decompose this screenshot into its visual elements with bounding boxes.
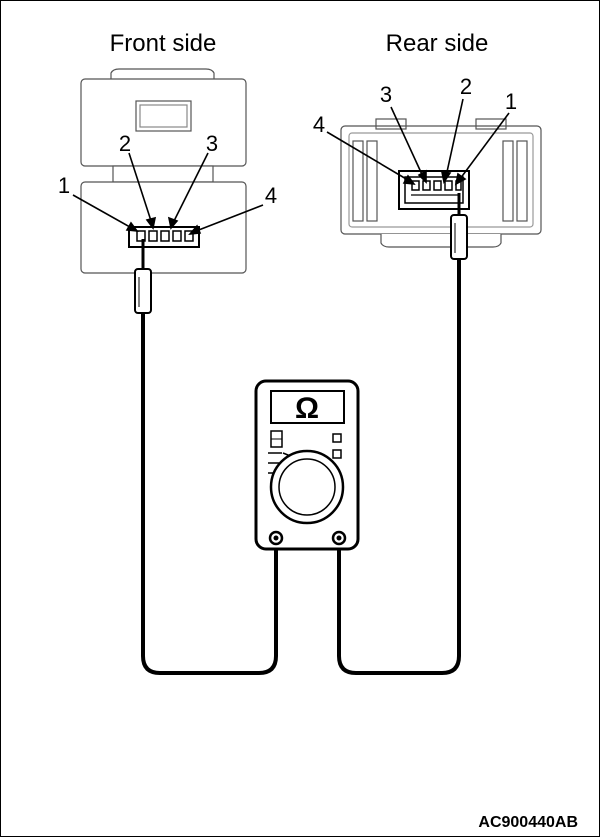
rear-pin-2-label: 2 <box>460 74 472 99</box>
front-pin-3-label: 3 <box>206 131 218 156</box>
rear-connector <box>340 118 542 248</box>
figure-code: AC900440AB <box>478 814 578 831</box>
test-leads <box>141 259 461 675</box>
rear-probe <box>450 193 468 260</box>
rear-pin-3-label: 3 <box>380 82 392 107</box>
rear-pin-1-label: 1 <box>505 89 517 114</box>
front-side-label: Front side <box>110 30 217 57</box>
front-pin-1-label: 1 <box>58 173 70 198</box>
ohm-symbol: Ω <box>295 392 319 425</box>
ohmmeter <box>254 379 360 551</box>
rear-side-label: Rear side <box>386 30 489 57</box>
front-connector <box>80 68 247 274</box>
rear-pin-4-label: 4 <box>313 112 325 137</box>
rear-leader-lines <box>326 98 510 186</box>
front-test-lead <box>141 313 278 675</box>
front-leader-lines <box>72 152 264 235</box>
front-pin-2-label: 2 <box>119 131 131 156</box>
rear-pin-labels: 1 2 3 4 <box>313 74 517 137</box>
rear-test-lead <box>337 259 461 675</box>
front-pin-labels: 1 2 3 4 <box>58 131 277 208</box>
front-pin-4-label: 4 <box>265 183 277 208</box>
